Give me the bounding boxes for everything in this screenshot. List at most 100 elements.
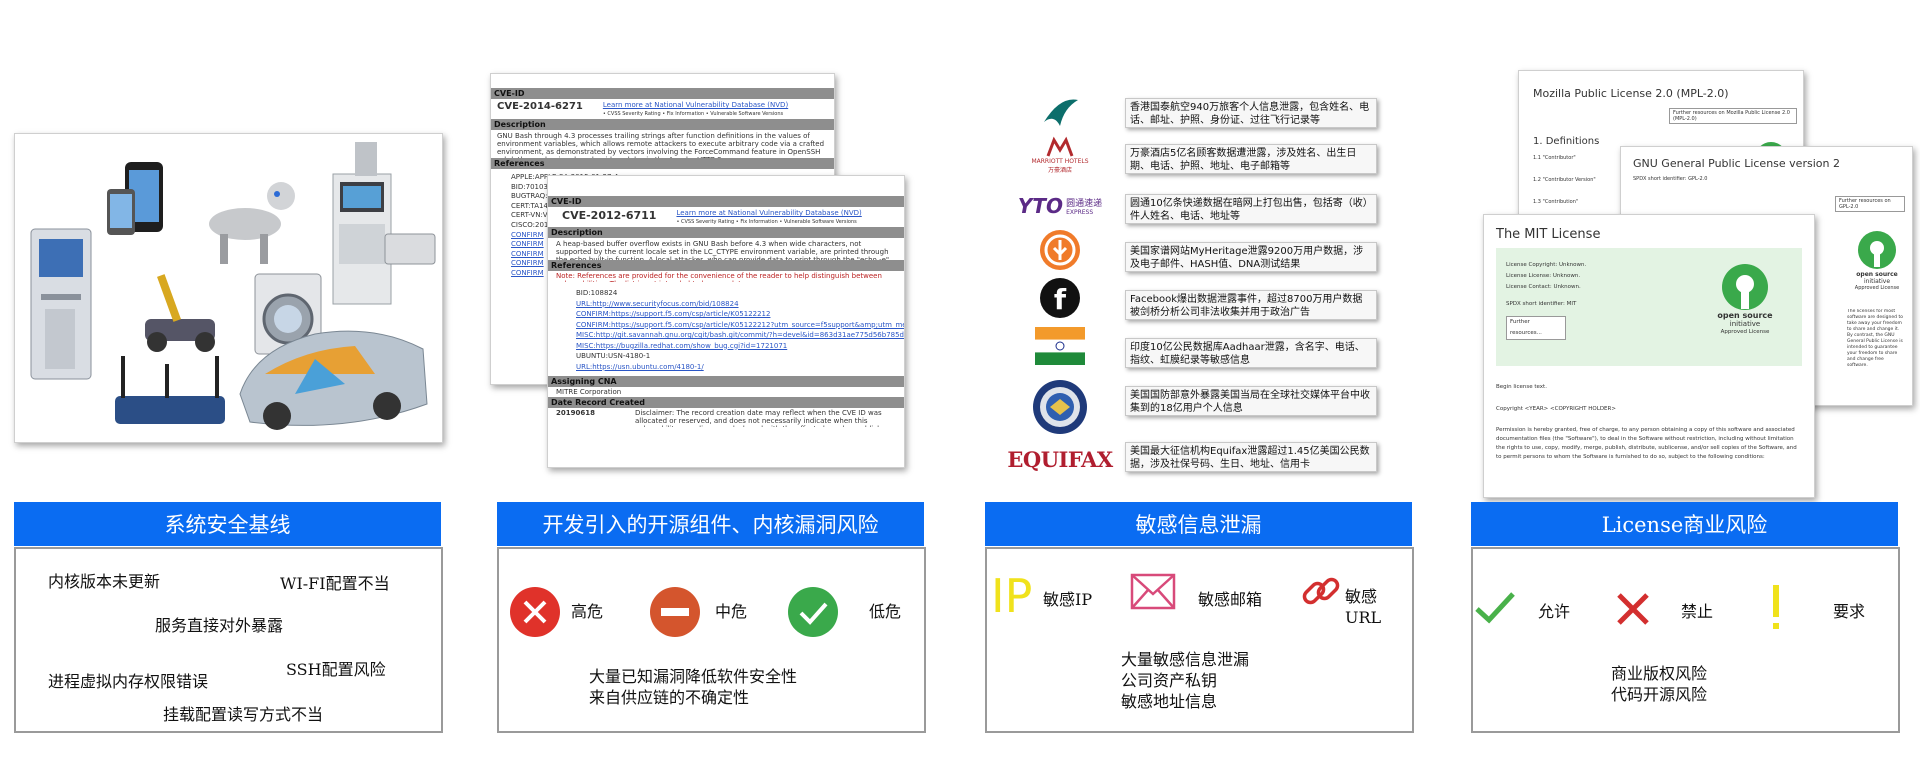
reference-item[interactable]: CONFIRM [511,250,834,260]
osi-keyhole-icon [1722,264,1768,310]
description-header: Description [548,227,904,238]
license-summary: 代码开源风险 [1611,685,1708,704]
facebook-logo-icon: f [1010,276,1110,320]
license-type-allow: 允许 [1538,602,1571,621]
baseline-item: 进程虚拟内存权限错误 [48,672,209,691]
osi-text: initiative [1863,278,1891,285]
link-icon [1302,577,1340,605]
reference-item[interactable]: CONFIRM [511,269,834,279]
nvd-sub: • CVSS Severity Rating • Fix Information… [602,111,784,117]
equifax-text: EQUIFAX [1007,446,1113,472]
robot-dog-icon [209,182,295,264]
leak-news-item: 美国最大征信机构Equifax泄露超过1.45亿美国公民数据，涉及社保号码、生日… [1125,442,1377,472]
india-flag-icon [1010,326,1110,366]
kiosk-icon [30,228,92,380]
reference-item[interactable]: URL:https://usn.ubuntu.com/4180-1/ [576,362,904,373]
mit-line: License Copyright: Unknown. [1506,262,1587,268]
osi-text: initiative [1729,320,1761,328]
facebook-f: f [1054,283,1067,316]
car-icon [239,330,428,430]
mit-resources-button[interactable]: Further resources... [1506,316,1566,340]
reference-item[interactable]: CONFIRM [511,259,834,269]
cna-value: MITRE Corporation [556,388,622,396]
devices-illustration [30,142,436,430]
reference-item[interactable]: URL:http://www.securityfocus.com/bid/108… [576,299,904,310]
description-text: A heap-based buffer overflow exists in G… [556,240,890,260]
reference-item[interactable]: CISCO:20140926 [511,221,834,231]
cve-id: CVE-2014-6271 [497,101,583,112]
references-note: Note: References are provided for the co… [556,272,882,282]
leak-news-item: 香港国泰航空940万旅客个人信息泄露，包含姓名、电话、邮址、护照、身份证、过往飞… [1125,98,1377,128]
reference-item[interactable]: CONFIRM [511,231,834,241]
date-created-header: Date Record Created [548,397,904,408]
smartphone-icon [107,162,163,235]
mit-line: License License: Unknown. [1506,273,1581,279]
reference-item[interactable]: MISC:https://bugzilla.redhat.com/show_bu… [576,341,904,352]
leak-panel: IP 敏感IP 敏感邮箱 敏感URL 大量敏感信息泄漏 公司资产私钥 敏感地址信… [985,547,1414,733]
low-risk-check-icon [788,587,838,637]
mit-line: License Contact: Unknown. [1506,284,1581,290]
nvd-link[interactable]: Learn more at National Vulnerability Dat… [676,209,862,217]
cathay-logo-icon [1010,92,1110,132]
risk-level-high: 高危 [571,602,604,621]
baseline-item: 服务直接对外暴露 [155,616,284,635]
router-icon [115,356,225,424]
leak-summary: 大量敏感信息泄漏 [1121,650,1250,669]
reference-item[interactable]: CONFIRM [511,240,834,250]
leak-news-item: 圆通10亿条快递数据在暗网上打包出售，包括寄（收）件人姓名、电话、地址等 [1125,194,1377,224]
references-header: References [491,158,834,169]
date-disclaimer: Disclaimer: The record creation date may… [634,409,883,427]
risk-level-low: 低危 [869,602,902,621]
license-panel: 允许 禁止 要求 商业版权风险 代码开源风险 [1471,547,1900,733]
baseline-panel: 内核版本未更新 WI-FI配置不当 服务直接对外暴露 SSH配置风险 进程虚拟内… [14,547,443,733]
reference-item[interactable]: CONFIRM:https://support.f5.com/csp/artic… [576,309,904,320]
cve-document-front: CVE-ID CVE-2012-6711 Learn more at Natio… [547,175,905,468]
nvd-link[interactable]: Learn more at National Vulnerability Dat… [602,101,789,109]
osi-logo-small: open source initiative Approved License [1849,229,1905,291]
leak-news-item: Facebook爆出数据泄露事件，超过8700万用户数据被剑桥分析公司非法收集并… [1125,290,1377,320]
mpl-term: 1.2 "Contributor Version" [1533,177,1596,183]
dod-seal-icon [1010,378,1110,436]
column-title-opensource: 开发引入的开源组件、内核漏洞风险 [497,502,924,546]
reference-item[interactable]: BID:108824 [576,288,904,299]
gpl-body: The licenses for most software are desig… [1847,309,1903,368]
date-value: 20190618 [556,409,595,417]
references-header: References [548,260,904,271]
mpl-title: Mozilla Public License 2.0 (MPL-2.0) [1533,87,1729,100]
reference-item[interactable]: MISC:http://git.savannah.gnu.org/cgit/ba… [576,330,904,341]
license-type-require: 要求 [1833,602,1866,621]
mpl-resources-button[interactable]: Further resources on Mozilla Public Lice… [1669,108,1797,124]
reference-item[interactable]: CERT:TA14-268A [511,202,834,212]
allow-check-icon [1475,592,1515,624]
gpl-title: GNU General Public License version 2 [1633,157,1840,170]
reference-item[interactable]: BID:70103 [511,183,834,193]
cve-id-header: CVE-ID [548,196,904,207]
leak-news-item: 万豪酒店5亿名顾客数据遭泄露，涉及姓名、出生日期、电话、护照、地址、电子邮箱等 [1125,144,1377,174]
baseline-item: 内核版本未更新 [48,572,161,591]
description-text: GNU Bash through 4.3 processes trailing … [497,132,825,158]
nvd-sub: • CVSS Severity Rating • Fix Information… [676,219,857,225]
leak-type-ip: 敏感IP [1043,590,1093,609]
high-risk-x-icon [510,587,560,637]
require-exclamation-icon [1773,585,1779,629]
mpl-term: 1.3 "Contribution" [1533,199,1579,205]
device-collage [14,133,443,443]
cve-id: CVE-2012-6711 [562,209,657,222]
ip-icon: IP [991,569,1033,623]
mit-body: Permission is hereby granted, free of ch… [1496,427,1797,460]
description-header: Description [491,119,834,130]
gpl-spdx: SPDX short identifier: GPL-2.0 [1633,176,1708,182]
mit-spdx: SPDX short identifier: MIT [1506,301,1577,307]
license-summary: 商业版权风险 [1611,664,1708,683]
leak-summary: 敏感地址信息 [1121,692,1218,711]
leak-type-url: 敏感URL [1345,587,1382,627]
mpl-section: 1. Definitions [1533,136,1600,147]
yto-text: YTO [1017,194,1064,218]
column-title-leak: 敏感信息泄漏 [985,502,1412,546]
reference-item[interactable]: CONFIRM:https://support.f5.com/csp/artic… [576,320,904,331]
osi-approved: Approved License [1720,329,1770,335]
reference-item[interactable]: UBUNTU:USN-4180-1 [576,351,904,362]
cna-header: Assigning CNA [548,376,904,387]
osi-text: open source [1856,271,1898,278]
gpl-resources-button[interactable]: Further resources on GPL-2.0 [1835,196,1905,212]
